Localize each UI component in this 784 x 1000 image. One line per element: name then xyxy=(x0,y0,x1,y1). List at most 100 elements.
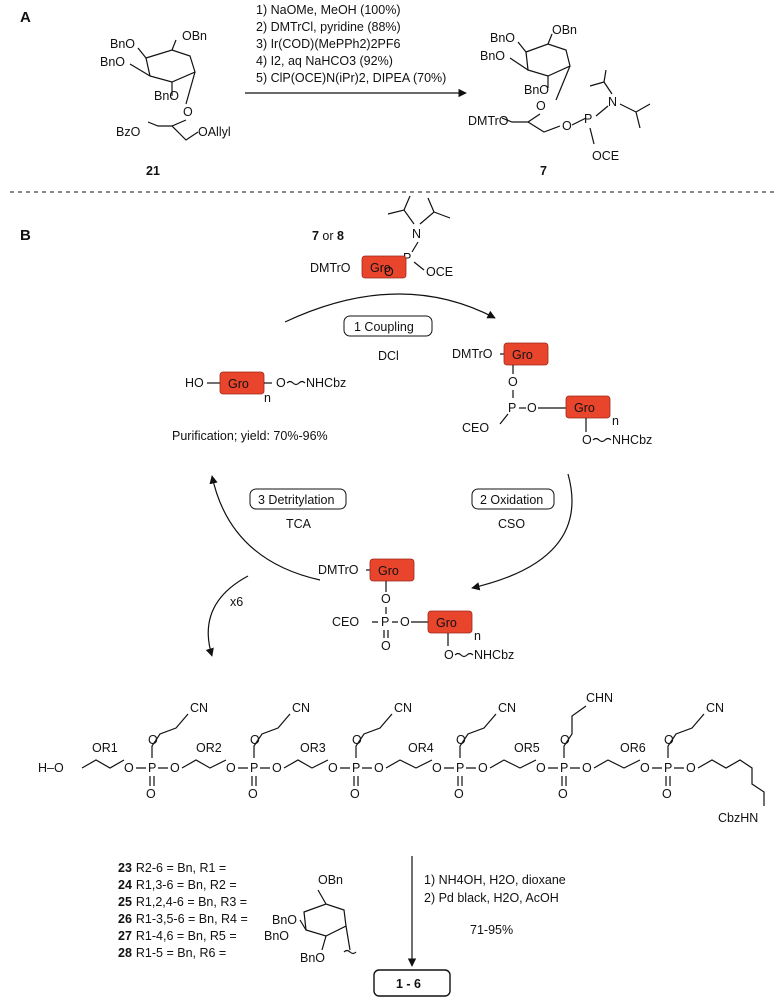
p-atom: P xyxy=(456,761,464,775)
o-atom: O xyxy=(272,761,282,775)
cn-label: CN xyxy=(190,701,208,715)
panel-a-label: A xyxy=(20,9,31,26)
n-subscript: n xyxy=(474,629,481,643)
gro-label: Gro xyxy=(512,348,533,362)
o-atom: O xyxy=(170,761,180,775)
o-atom: O xyxy=(444,648,454,662)
o-atom: O xyxy=(226,761,236,775)
step1-label: 1 Coupling xyxy=(354,320,414,334)
oallyl-group: OAllyl xyxy=(198,125,231,139)
o-atom: O xyxy=(454,787,464,801)
gro-label: Gro xyxy=(370,261,391,275)
or-label: OR4 xyxy=(408,741,434,755)
cn-label: CN xyxy=(498,701,516,715)
o-atom: O xyxy=(146,787,156,801)
gro-label: Gro xyxy=(228,377,249,391)
gro-box xyxy=(369,558,415,582)
or-label: OR6 xyxy=(620,741,646,755)
o-atom: O xyxy=(381,639,391,653)
gro-label: Gro xyxy=(574,401,595,415)
step3-label: 3 Detritylation xyxy=(258,493,334,507)
n-atom: N xyxy=(412,227,421,241)
gro-box xyxy=(565,395,611,419)
obn-group: OBn xyxy=(552,23,577,37)
o-atom: O xyxy=(478,761,488,775)
or-label: OR5 xyxy=(514,741,540,755)
step-4: 4) I2, aq NaHCO3 (92%) xyxy=(256,54,393,68)
oxidized-intermediate: DMTrO Gro O P CEO O Gro n O O NHCbz xyxy=(318,558,514,662)
dmtro-label: DMTrO xyxy=(310,261,351,275)
h-o-terminus: H–O xyxy=(38,761,64,775)
step-1: 1) NaOMe, MeOH (100%) xyxy=(256,3,400,17)
final-product-label: 1 - 6 xyxy=(396,977,421,991)
cn-label: CN xyxy=(706,701,724,715)
gro-box xyxy=(503,342,549,366)
step1-reagent: DCl xyxy=(378,349,399,363)
p-atom: P xyxy=(560,761,568,775)
bzo-group: BzO xyxy=(116,125,141,139)
purification-text: Purification; yield: 70%-96% xyxy=(172,429,328,443)
oxidation-arrow xyxy=(471,473,573,591)
oce-label: OCE xyxy=(426,265,453,279)
or-label: OR1 xyxy=(92,741,118,755)
o-atom: O xyxy=(562,119,572,133)
final-step-1: 1) NH4OH, H2O, dioxane xyxy=(424,873,566,887)
o-atom: O xyxy=(640,761,650,775)
compound-21-label: 21 xyxy=(146,164,160,178)
o-atom: O xyxy=(432,761,442,775)
cn-label: CN xyxy=(394,701,412,715)
o-atom: O xyxy=(384,265,394,279)
o-atom: O xyxy=(558,787,568,801)
coupled-intermediate: DMTrO Gro O P O Gro n CEO O NHCbz xyxy=(452,342,652,447)
reagent-title: 7 or 8 xyxy=(312,229,344,243)
ho-label: HO xyxy=(185,376,204,390)
gro-box xyxy=(361,255,407,279)
bno-group: BnO xyxy=(264,929,289,943)
o-atom: O xyxy=(456,733,466,747)
conditions-a: 1) NaOMe, MeOH (100%) 2) DMTrCl, pyridin… xyxy=(256,3,446,85)
chn-label: CHN xyxy=(586,691,613,705)
o-atom: O xyxy=(124,761,134,775)
o-atom: O xyxy=(560,733,570,747)
repeat-label: x6 xyxy=(230,595,243,609)
p-atom: P xyxy=(403,251,411,265)
o-atom: O xyxy=(664,733,674,747)
gro-box xyxy=(427,610,473,634)
gro-label: Gro xyxy=(436,616,457,630)
n-subscript: n xyxy=(612,414,619,428)
bno-group: BnO xyxy=(300,951,325,965)
heptamer-chain: H–O OR1 O P O O CN O OR2 O P O O CN O OR… xyxy=(38,691,765,825)
step3-box xyxy=(249,488,347,510)
o-atom: O xyxy=(250,733,260,747)
o-atom: O xyxy=(276,376,286,390)
o-atom: O xyxy=(662,787,672,801)
cn-label: CN xyxy=(292,701,310,715)
step2-label: 2 Oxidation xyxy=(480,493,543,507)
glucosyl-substituent: OBn BnO BnO BnO xyxy=(264,873,357,965)
p-atom: P xyxy=(148,761,156,775)
n-atom: N xyxy=(608,95,617,109)
oce-group: OCE xyxy=(592,149,619,163)
o-atom: O xyxy=(527,401,537,415)
o-atom: O xyxy=(352,733,362,747)
gro-label: Gro xyxy=(378,564,399,578)
o-atom: O xyxy=(536,99,546,113)
step1-box xyxy=(343,315,433,337)
o-atom: O xyxy=(582,433,592,447)
p-atom: P xyxy=(250,761,258,775)
or-label: OR2 xyxy=(196,741,222,755)
p-atom: P xyxy=(664,761,672,775)
ceo-label: CEO xyxy=(462,421,489,435)
cbzhn-label: CbzHN xyxy=(718,811,758,825)
p-atom: P xyxy=(381,615,389,629)
o-atom: O xyxy=(183,105,193,119)
compound-7-structure: OBn BnO BnO BnO O DMTrO O P N OCE xyxy=(468,23,651,163)
obn-group: OBn xyxy=(318,873,343,887)
p-atom: P xyxy=(584,112,592,126)
step2-box xyxy=(471,488,555,510)
